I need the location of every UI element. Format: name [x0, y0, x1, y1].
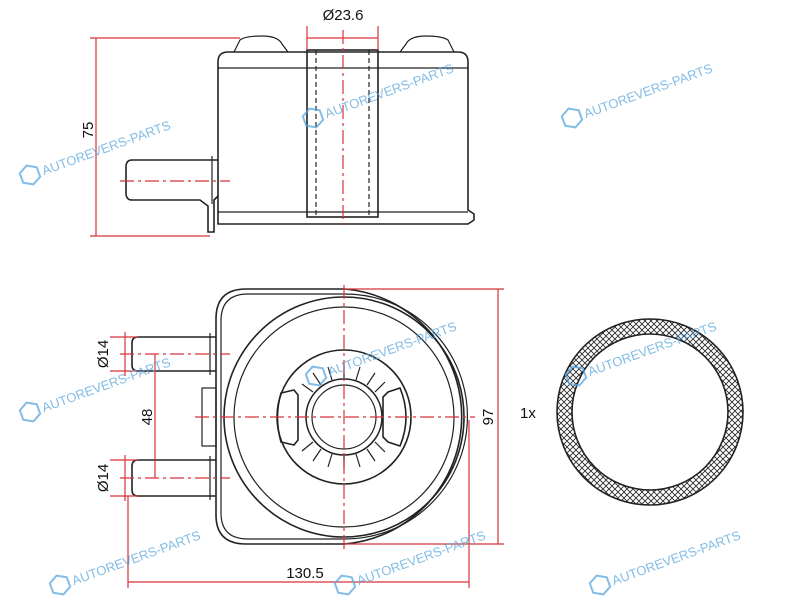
dim-port-diameter-bottom: Ø14	[95, 464, 112, 492]
dim-body-height: 97	[480, 409, 497, 426]
dim-port-spacing: 48	[139, 409, 156, 426]
top-view: Ø14 48 Ø14 97 130.5	[95, 285, 504, 588]
gasket-ring	[556, 318, 744, 506]
watermark-text: AUTOREVERS-PARTS	[582, 60, 715, 121]
gasket-quantity: 1x	[520, 405, 536, 422]
watermark-text: AUTOREVERS-PARTS	[40, 117, 173, 178]
dim-port-diameter-top: Ø14	[95, 340, 112, 368]
dim-height: 75	[80, 122, 97, 139]
watermark-text: AUTOREVERS-PARTS	[610, 527, 743, 588]
watermark-text: AUTOREVERS-PARTS	[70, 527, 203, 588]
side-view: Ø23.6 75	[80, 7, 475, 237]
dim-center-tube-diameter: Ø23.6	[323, 7, 364, 24]
dim-overall-length: 130.5	[286, 565, 324, 582]
watermark-text: AUTOREVERS-PARTS	[355, 527, 488, 588]
